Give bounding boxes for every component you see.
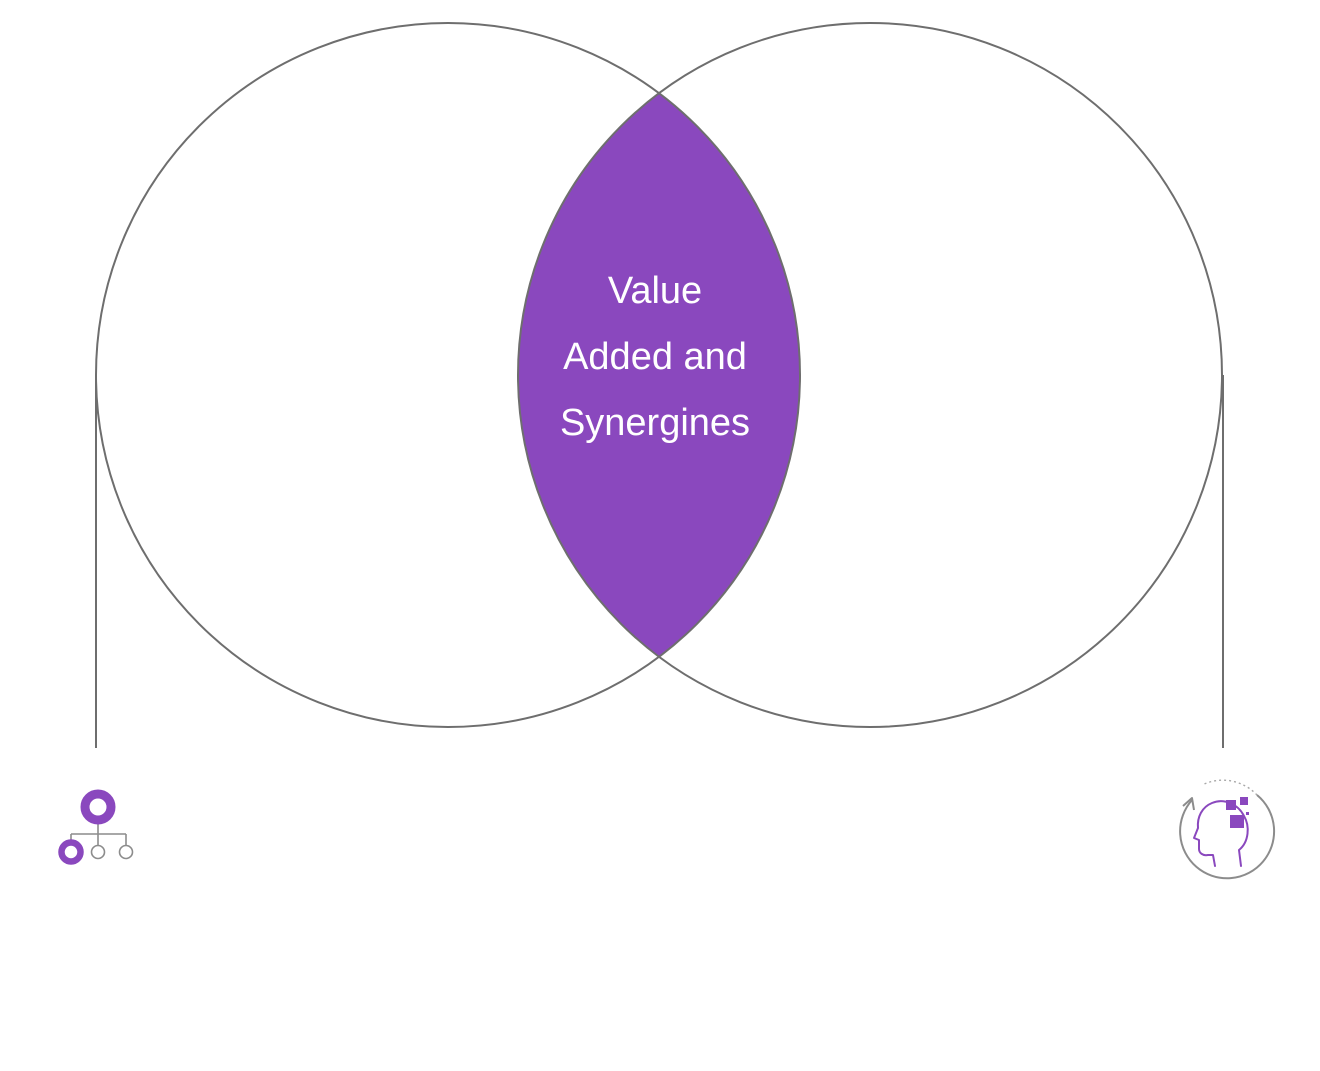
intersection-region	[518, 23, 800, 727]
intersection-label-line-2: Added and	[563, 336, 747, 378]
intersection-label: Value Added and Synergines	[520, 258, 790, 456]
org-hierarchy-icon	[58, 789, 134, 865]
ai-head-cycle-icon	[1179, 779, 1276, 880]
intersection-label-line-3: Synergines	[559, 402, 751, 444]
intersection-label-line-1: Value	[607, 270, 703, 312]
